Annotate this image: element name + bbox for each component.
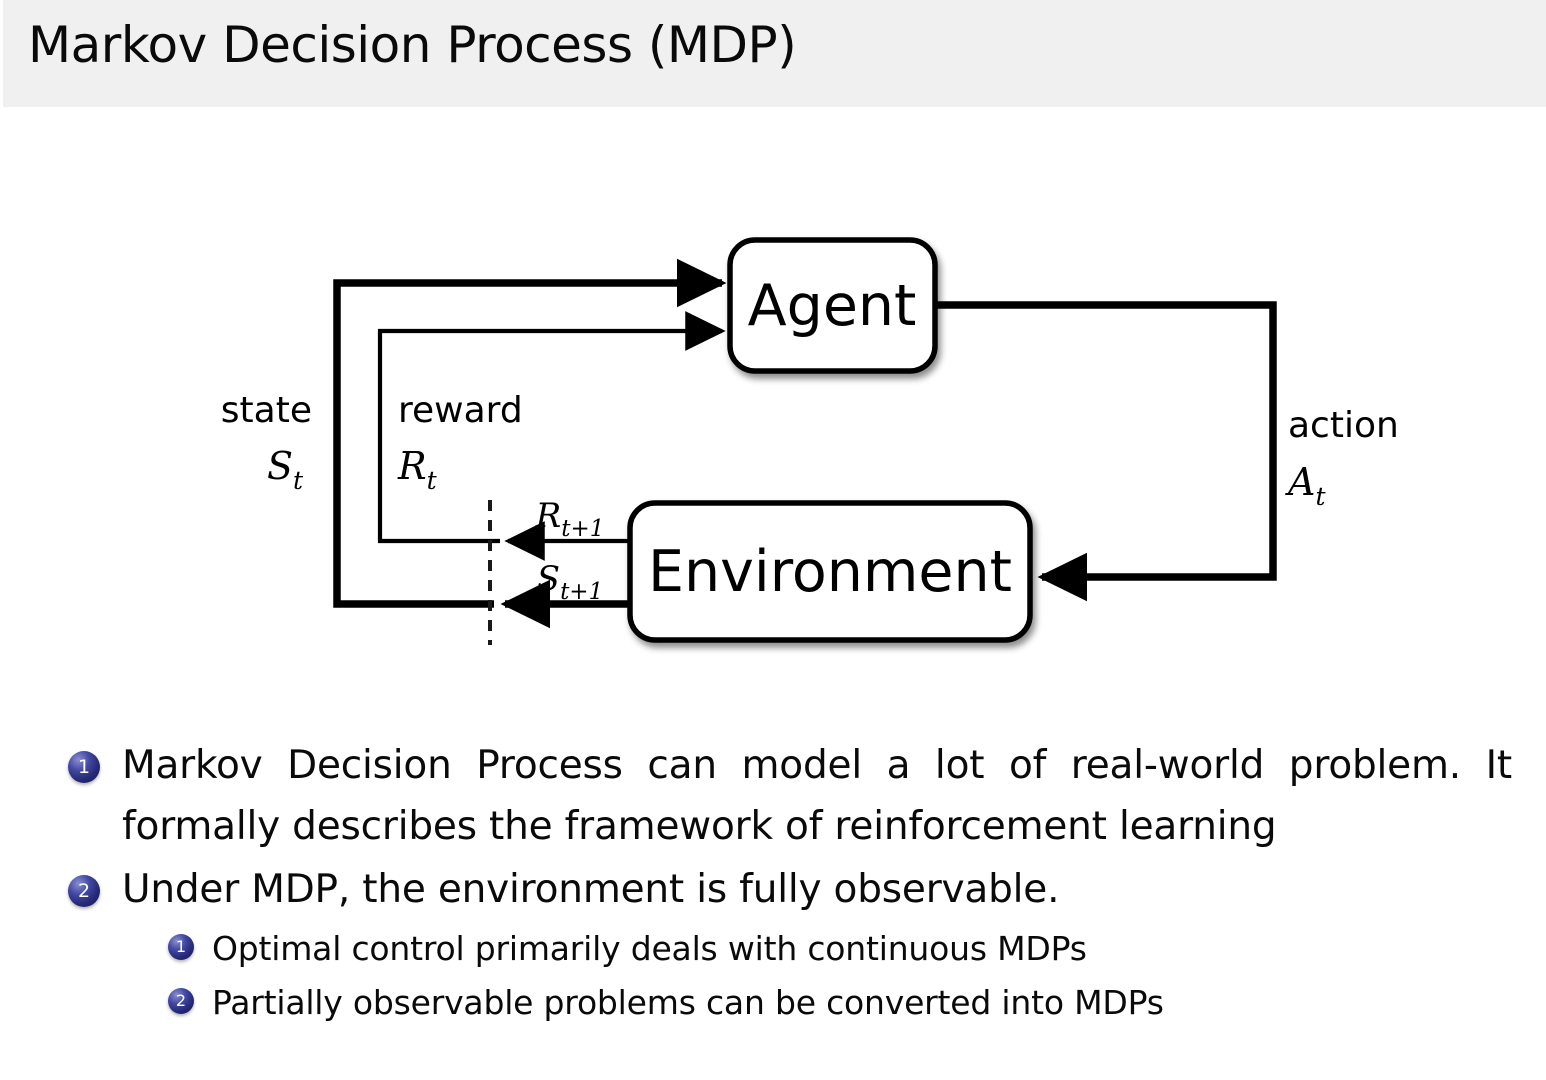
action-label-symbol: At	[1285, 460, 1326, 511]
reward-next-label: Rt+1	[535, 496, 605, 542]
action-label-word: action	[1288, 405, 1399, 446]
state-next-label: St+1	[537, 559, 603, 605]
state-label-symbol: St	[267, 444, 304, 495]
bullet-number-badge: 2	[68, 875, 100, 907]
page-title: Markov Decision Process (MDP)	[28, 16, 797, 74]
environment-node	[627, 500, 1033, 643]
reward-label-symbol: Rt	[397, 444, 438, 495]
mdp-agent-environment-diagram: Agent Environment state St reward Rt act…	[0, 107, 1546, 717]
action-edge-path	[933, 301, 1277, 602]
sub-list-item-text: Partially observable problems can be con…	[212, 983, 1164, 1022]
state-edge-path	[333, 258, 727, 608]
mdp-loop-svg: Agent Environment state St reward Rt act…	[221, 237, 1399, 645]
environment-node-label: Environment	[648, 539, 1012, 605]
sub-list-item[interactable]: 1 Optimal control primarily deals with c…	[168, 922, 1546, 976]
list-item[interactable]: 2 Under MDP, the environment is fully ob…	[68, 859, 1546, 920]
title-bar-left-edge	[0, 0, 3, 107]
bullet-list: 1 Markov Decision Process can model a lo…	[0, 735, 1546, 1030]
agent-node-label: Agent	[748, 273, 917, 339]
agent-node	[727, 237, 938, 374]
bullet-number-badge: 1	[68, 751, 100, 783]
sub-bullet-number-badge: 1	[168, 934, 194, 960]
reward-label-word: reward	[398, 390, 523, 431]
state-label-word: state	[221, 390, 312, 431]
list-item-text: Markov Decision Process can model a lot …	[122, 743, 1512, 849]
sub-bullet-number-badge: 2	[168, 988, 194, 1014]
sub-list-item-text: Optimal control primarily deals with con…	[212, 929, 1087, 968]
list-item-text: Under MDP, the environment is fully obse…	[122, 867, 1060, 912]
list-item[interactable]: 1 Markov Decision Process can model a lo…	[68, 735, 1546, 857]
sub-list-item[interactable]: 2 Partially observable problems can be c…	[168, 976, 1546, 1030]
reward-edge-path	[377, 311, 726, 544]
slide-title-bar: Markov Decision Process (MDP)	[0, 0, 1546, 107]
